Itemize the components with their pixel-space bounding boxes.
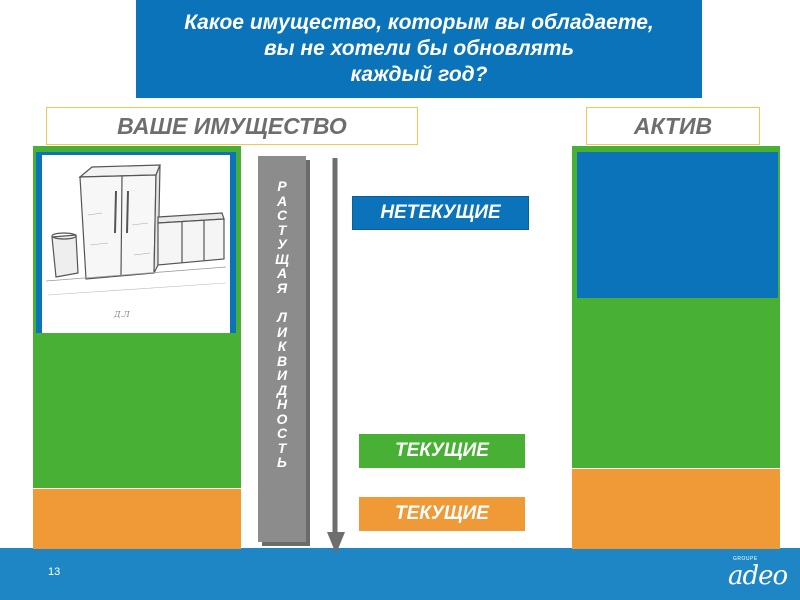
vertical-letter: Н — [276, 396, 288, 412]
right-orange-block — [572, 468, 780, 549]
vertical-letter: Я — [276, 279, 288, 296]
vertical-letter: В — [276, 352, 288, 369]
title-line-1: Какое имущество, которым вы обладаете, — [184, 11, 654, 34]
adeo-logo: adeo — [728, 561, 788, 591]
logo-group-text: GROUPE — [733, 556, 758, 562]
header-assets: АКТИВ — [586, 107, 760, 145]
label-current-orange: ТЕКУЩИЕ — [359, 497, 525, 531]
svg-text:Д.Л: Д.Л — [113, 310, 130, 319]
header-your-property: ВАШЕ ИМУЩЕСТВО — [46, 107, 418, 145]
vertical-letter: У — [277, 236, 287, 252]
label-noncurrent: НЕТЕКУЩИЕ — [352, 196, 529, 230]
vertical-letter: Ь — [277, 454, 287, 470]
vertical-letter: С — [276, 207, 288, 223]
vertical-letter: К — [277, 338, 287, 354]
vertical-letter: А — [276, 192, 288, 209]
vertical-letter: Д — [276, 381, 288, 398]
footer-bar — [0, 548, 800, 600]
vertical-letter: А — [276, 265, 288, 281]
down-arrow-icon — [326, 158, 346, 554]
refrigerator-sketch-icon: Д.Л — [42, 155, 230, 333]
label-current-green: ТЕКУЩИЕ — [359, 434, 525, 468]
vertical-letter: Щ — [275, 250, 289, 267]
vertical-letter: Р — [277, 178, 287, 194]
right-blue-block — [577, 152, 778, 298]
vertical-letter: И — [276, 367, 288, 383]
title-line-3: каждый год? — [350, 63, 488, 86]
slide-number: 13 — [48, 566, 61, 578]
vertical-letter: О — [276, 410, 288, 427]
vertical-letter: С — [276, 425, 288, 441]
vertical-letter: И — [276, 323, 288, 340]
vertical-letter: Т — [277, 439, 287, 456]
slide-title: Какое имущество, которым вы обладаете, в… — [136, 0, 702, 98]
left-orange-block — [33, 488, 241, 549]
vertical-letter: Л — [277, 309, 287, 325]
vertical-letter: Т — [277, 221, 287, 238]
title-line-2: вы не хотели бы обновлять — [263, 37, 575, 60]
